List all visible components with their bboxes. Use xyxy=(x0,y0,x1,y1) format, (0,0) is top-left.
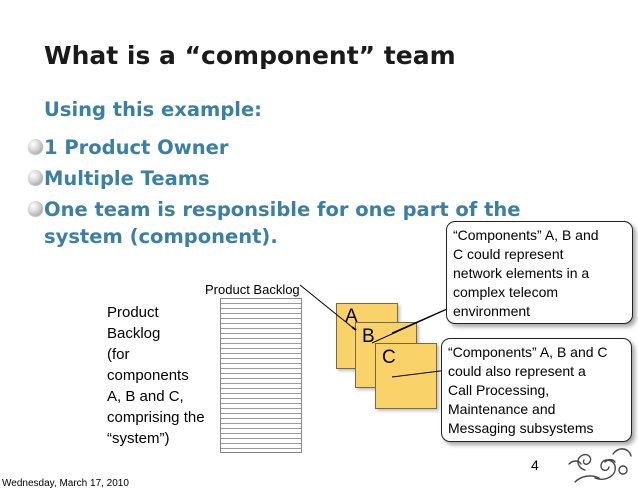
callout-subsystems: “Components” A, B and C could also repre… xyxy=(441,338,632,442)
callout-network-elements: “Components” A, B and C could represent … xyxy=(446,221,633,324)
backlog-description: Product Backlog (for components A, B and… xyxy=(107,304,205,447)
bullet-sphere-icon xyxy=(28,201,43,216)
decorative-swirl-icon xyxy=(568,448,632,483)
component-card-c: C xyxy=(375,343,437,409)
bullet-sphere-icon xyxy=(28,139,43,154)
bullet-sphere-icon xyxy=(28,170,43,185)
footer-date: Wednesday, March 17, 2010 xyxy=(2,478,129,489)
product-backlog-label: Product Backlog xyxy=(205,282,300,297)
product-backlog-stack xyxy=(220,298,302,453)
intro-text: Using this example: xyxy=(44,98,262,121)
page-number: 4 xyxy=(531,457,539,473)
slide-title: What is a “component” team xyxy=(44,41,456,70)
